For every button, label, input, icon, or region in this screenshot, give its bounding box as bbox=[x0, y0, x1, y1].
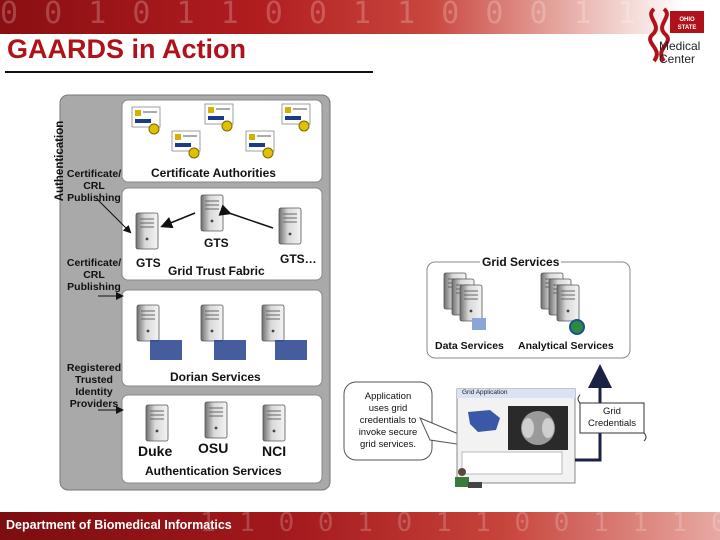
dorian-services-label: Dorian Services bbox=[170, 370, 261, 384]
osu-logo-icon: OHIO STATE bbox=[648, 7, 704, 63]
side-label-line: Identity bbox=[75, 386, 113, 398]
side-label-line: CRL bbox=[83, 269, 105, 281]
footer-department-name: Department of Biomedical Informatics bbox=[6, 518, 232, 532]
analytical-services-label: Analytical Services bbox=[518, 340, 614, 352]
grid-services-title: Grid Services bbox=[480, 255, 562, 269]
grid-credentials-label: Grid Credentials bbox=[581, 406, 643, 430]
callout-line: credentials to bbox=[359, 415, 417, 426]
certificate-crl-publishing-label-2: Certificate/ CRL Publishing bbox=[63, 257, 125, 293]
callout-line: Application bbox=[364, 391, 412, 402]
side-label-line: Registered bbox=[66, 362, 122, 374]
credentials-line: Credentials bbox=[587, 418, 637, 429]
auth-site-nci: NCI bbox=[262, 443, 287, 459]
logo-line-2: Center bbox=[659, 52, 696, 66]
footer-band bbox=[0, 512, 720, 540]
gts-label-top: GTS bbox=[204, 236, 229, 250]
header-band bbox=[0, 0, 720, 34]
svg-text:OHIO: OHIO bbox=[679, 17, 695, 23]
callout-line: uses grid bbox=[368, 403, 408, 414]
callout-line: grid services. bbox=[360, 439, 416, 450]
application-callout-text: Application uses grid credentials to inv… bbox=[346, 391, 430, 451]
callout-line: invoke secure bbox=[358, 427, 418, 438]
application-callout-bubble bbox=[343, 381, 433, 461]
certificate-authorities-label: Certificate Authorities bbox=[151, 166, 276, 180]
credentials-line: Grid bbox=[603, 406, 621, 417]
side-label-line: Trusted bbox=[75, 374, 113, 386]
side-label-line: Publishing bbox=[67, 281, 121, 293]
side-label-line: CRL bbox=[83, 180, 105, 192]
grid-trust-fabric-box bbox=[121, 187, 323, 281]
header-binary-pattern: 0 0 1 0 1 1 0 0 1 1 0 0 0 1 1 0 1 1 0 1 … bbox=[0, 0, 720, 31]
logo-text: Medical Center bbox=[659, 40, 700, 66]
auth-site-duke: Duke bbox=[138, 443, 173, 459]
authentication-services-label: Authentication Services bbox=[145, 464, 282, 478]
footer-binary-pattern: 1 1 0 0 1 0 1 1 0 0 1 1 1 0 1 bbox=[200, 508, 720, 538]
title-underline bbox=[5, 71, 373, 73]
side-label-line: Publishing bbox=[67, 192, 121, 204]
side-label-line: Providers bbox=[69, 398, 119, 410]
auth-site-osu: OSU bbox=[198, 440, 229, 456]
gts-label-right: GTS… bbox=[280, 252, 317, 266]
certificate-crl-publishing-label-1: Certificate/ CRL Publishing bbox=[63, 168, 125, 204]
certificate-authorities-box bbox=[121, 99, 323, 183]
gts-label-left: GTS bbox=[136, 256, 161, 270]
grid-trust-fabric-label: Grid Trust Fabric bbox=[168, 264, 265, 278]
grid-application-window-title: Grid Application bbox=[462, 389, 508, 396]
page-title: GAARDS in Action bbox=[7, 34, 246, 64]
registered-trusted-identity-providers-label: Registered Trusted Identity Providers bbox=[63, 362, 125, 410]
logo-line-1: Medical bbox=[659, 39, 701, 53]
data-services-label: Data Services bbox=[435, 340, 504, 352]
side-label-line: Certificate/ bbox=[66, 168, 122, 180]
side-label-line: Certificate/ bbox=[66, 257, 122, 269]
svg-text:STATE: STATE bbox=[678, 25, 697, 31]
